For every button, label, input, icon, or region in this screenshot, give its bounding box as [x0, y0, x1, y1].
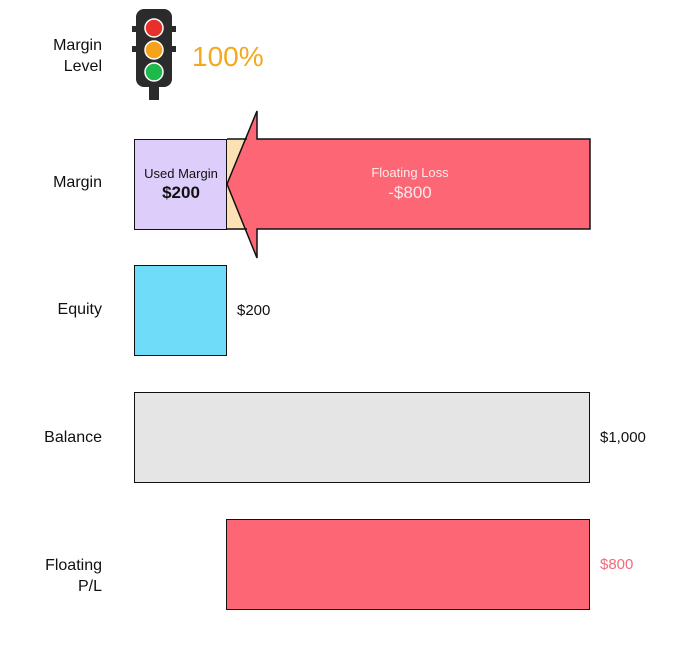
equity-label: Equity	[57, 301, 102, 318]
margin-level-value: 100%	[192, 41, 264, 72]
used-margin-title: Used Margin	[144, 166, 218, 181]
margin-level-label: Margin Level	[53, 37, 102, 75]
margin-label: Margin	[53, 174, 102, 191]
floating-pl-value: $800	[600, 556, 634, 573]
equity-value: $200	[237, 302, 271, 319]
floating-loss-title: Floating Loss	[371, 165, 449, 180]
balance-label: Balance	[44, 429, 102, 446]
used-margin-value: $200	[162, 183, 200, 202]
balance-bar	[134, 392, 590, 483]
traffic-light-icon	[132, 8, 176, 109]
floating-loss-value: -$800	[388, 183, 432, 202]
floating-pl-label: Floating P/L	[45, 557, 102, 595]
balance-value: $1,000	[600, 429, 646, 446]
equity-bar	[134, 265, 227, 356]
floating-pl-bar	[226, 519, 590, 610]
